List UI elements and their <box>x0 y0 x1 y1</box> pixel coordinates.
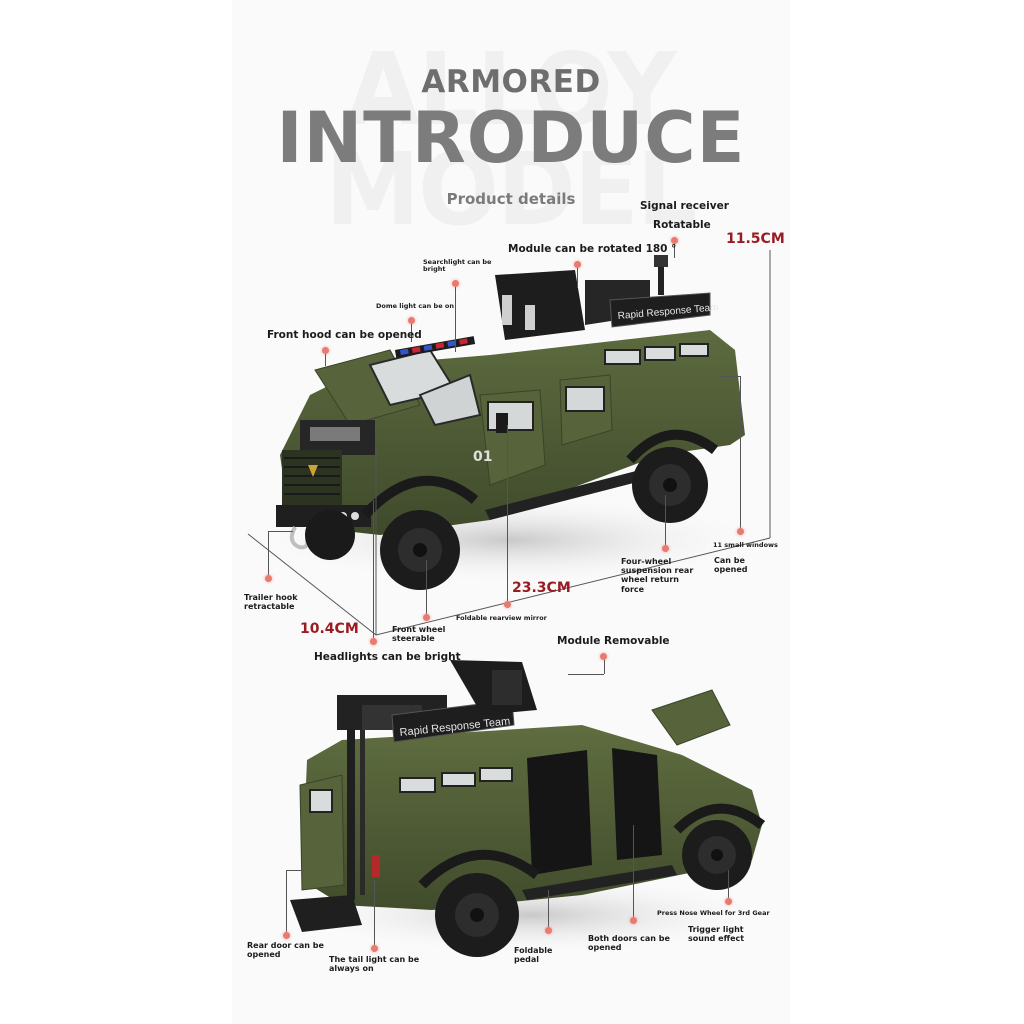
callout-trigger-line1: Trigger light <box>688 925 744 934</box>
callout-suspension: Four-wheel suspension rear wheel return … <box>621 557 693 594</box>
callout-leader-line <box>411 324 412 342</box>
title-introduce: INTRODUCE <box>276 97 746 179</box>
callout-small-windows: 11 small windows <box>713 541 778 549</box>
callout-dot <box>370 638 377 645</box>
callout-tail-light-line1: The tail light can be <box>329 955 420 964</box>
callout-rearview-mirror: Foldable rearview mirror <box>456 614 547 622</box>
callout-leader-line <box>507 425 508 603</box>
callout-dot <box>574 261 581 268</box>
callout-trailer-hook: Trailer hook retractable <box>244 593 298 611</box>
callout-leader-line <box>455 287 456 352</box>
callout-leader-line <box>268 531 269 576</box>
callout-dot <box>662 545 669 552</box>
callout-suspension-line3: wheel return <box>621 575 679 585</box>
callout-leader-line <box>286 870 304 871</box>
callout-pedal-line2: pedal <box>514 955 540 965</box>
callout-windows-opened: Can be opened <box>714 556 748 574</box>
callout-dot <box>737 528 744 535</box>
callout-tail-light: The tail light can be always on <box>329 955 419 973</box>
callout-dot <box>423 614 430 621</box>
callout-module-removable: Module Removable <box>557 635 670 647</box>
callout-pedal-line1: Foldable <box>514 946 553 955</box>
callout-leader-line <box>604 660 605 674</box>
callout-trailer-line2: retractable <box>244 602 295 612</box>
dimension-length: 23.3CM <box>512 580 571 596</box>
callout-suspension-line1: Four-wheel <box>621 557 672 566</box>
callout-rear-door-line1: Rear door can be <box>247 941 324 950</box>
callout-both-doors-line1: Both doors can be <box>588 934 670 943</box>
callout-dot <box>265 575 272 582</box>
callout-searchlight: Searchlight can be bright <box>423 258 492 274</box>
callout-leader-line <box>286 870 287 932</box>
callout-nose-wheel: Press Nose Wheel for 3rd Gear <box>657 909 770 917</box>
dimension-lines <box>247 250 771 636</box>
callout-rotatable: Rotatable <box>653 219 711 231</box>
callout-suspension-line2: suspension rear <box>621 566 694 576</box>
callout-foldable-pedal: Foldable pedal <box>514 946 552 964</box>
callout-dot <box>671 237 678 244</box>
callout-leader-line <box>374 880 375 946</box>
callout-front-wheel-line1: Front wheel <box>392 625 446 634</box>
callout-dot <box>545 927 552 934</box>
callout-searchlight-line1: Searchlight can be <box>423 258 492 266</box>
callout-dot <box>283 932 290 939</box>
callout-tail-light-line2: always on <box>329 964 374 974</box>
callout-dot <box>371 945 378 952</box>
dimension-width: 10.4CM <box>300 621 359 637</box>
callout-dot <box>452 280 459 287</box>
callout-can-be-line2: opened <box>714 565 748 575</box>
callout-both-doors: Both doors can be opened <box>588 934 670 952</box>
callout-leader-line <box>674 244 675 258</box>
callout-dot <box>322 347 329 354</box>
callout-searchlight-line2: bright <box>423 265 446 274</box>
callout-dot <box>504 601 511 608</box>
callout-leader-line <box>728 870 729 900</box>
callout-signal-receiver: Signal receiver <box>640 200 729 212</box>
callout-leader-line <box>633 825 634 918</box>
callout-headlights: Headlights can be bright <box>314 651 461 663</box>
callout-leader-line <box>426 560 427 615</box>
callout-dot <box>630 917 637 924</box>
callout-suspension-line4: force <box>621 584 645 594</box>
callout-leader-line <box>665 495 666 545</box>
callout-leader-line <box>325 354 326 366</box>
title-armored: ARMORED <box>421 64 601 100</box>
callout-leader-line <box>373 500 374 638</box>
callout-can-be-line1: Can be <box>714 556 745 565</box>
callout-dot <box>725 898 732 905</box>
background-watermark-text: ALLOY MODEL <box>325 31 697 248</box>
callout-rear-door: Rear door can be opened <box>247 941 324 959</box>
callout-leader-line <box>740 376 741 529</box>
callout-leader-line <box>268 531 293 532</box>
vehicle-rear-view-image: Rapid Response Team <box>287 660 772 957</box>
callout-dot <box>408 317 415 324</box>
callout-rear-door-line2: opened <box>247 950 281 960</box>
vehicle-door-number: 01 <box>473 449 492 465</box>
callout-front-wheel-line2: steerable <box>392 634 435 644</box>
callout-leader-line <box>568 674 604 675</box>
callout-trigger-light: Trigger light sound effect <box>688 925 744 943</box>
vehicle-front-view-image: Rapid Response Team 01 <box>250 255 770 590</box>
callout-dome-light: Dome light can be on <box>376 302 454 310</box>
callout-front-wheel: Front wheel steerable <box>392 625 445 643</box>
callout-trigger-line2: sound effect <box>688 934 745 944</box>
callout-dot <box>600 653 607 660</box>
callout-leader-line <box>720 376 740 377</box>
callout-both-doors-line2: opened <box>588 943 622 953</box>
dimension-height: 11.5CM <box>726 231 785 247</box>
callout-module-rotated: Module can be rotated 180 ° <box>508 243 677 255</box>
callout-trailer-line1: Trailer hook <box>244 593 298 602</box>
callout-leader-line <box>577 268 578 288</box>
callout-front-hood: Front hood can be opened <box>267 329 422 341</box>
subtitle-product-details: Product details <box>446 190 576 208</box>
callout-leader-line <box>548 890 549 928</box>
